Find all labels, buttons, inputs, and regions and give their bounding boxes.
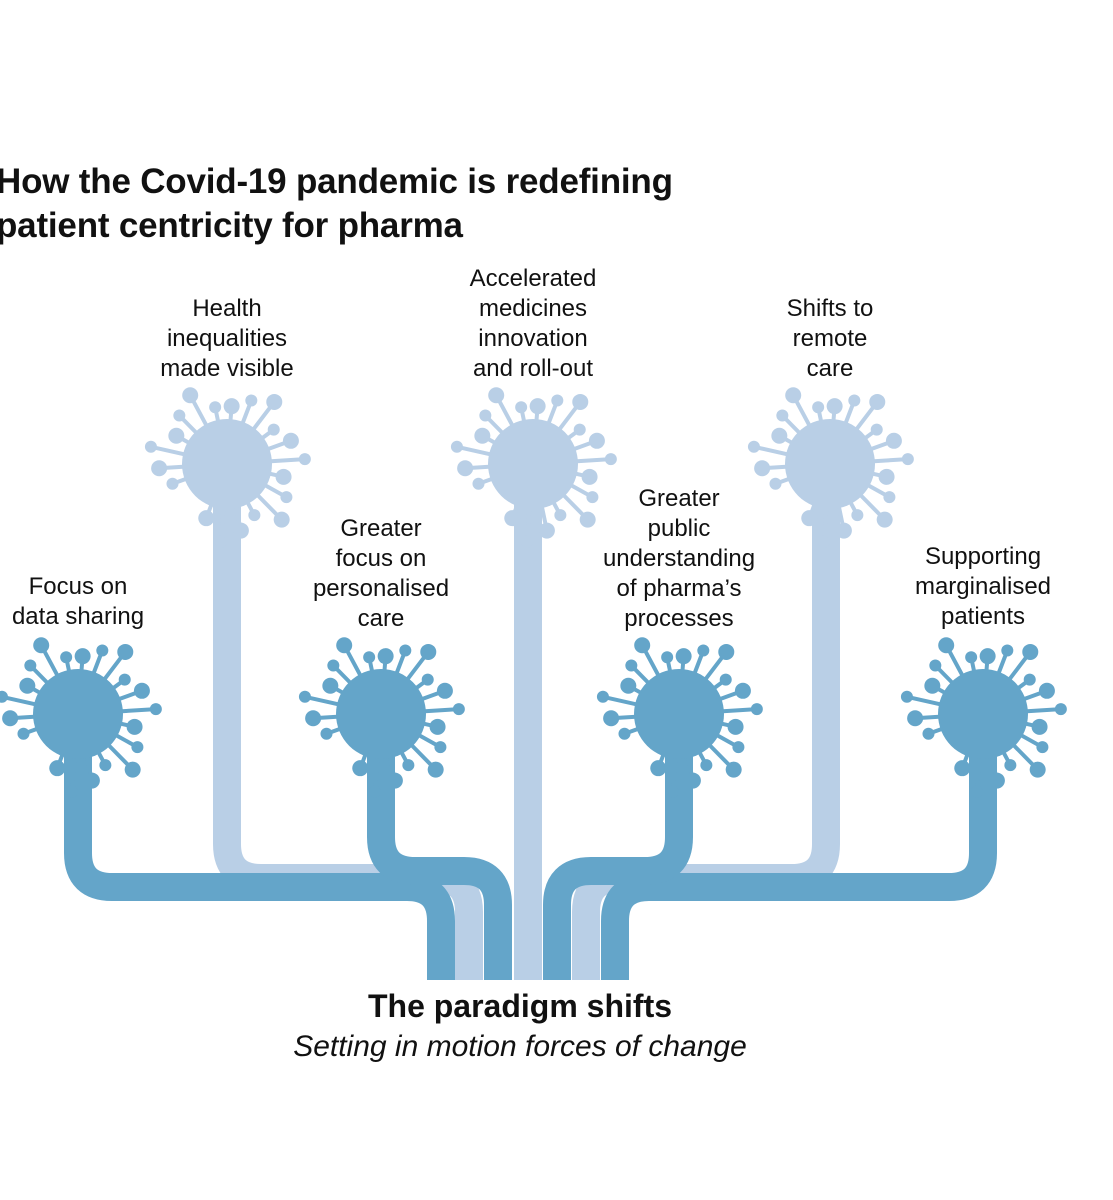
node-label-personalised-care: Greater focus on personalised care [251, 514, 511, 634]
pipe-personalised-care [367, 714, 512, 980]
title-line-2: patient centricity for pharma [0, 206, 463, 245]
node-label-line: and roll-out [472, 355, 594, 382]
pipe-public-understanding [543, 714, 693, 980]
node-label-accelerated-medicines: Accelerated medicines innovation and roll-o… [403, 264, 663, 384]
virus-icon-marginalised-patients [900, 637, 1067, 798]
paradigm-tree-diagram [0, 387, 1067, 980]
node-label-line: care [357, 605, 405, 632]
node-label-data-sharing: Focus on data sharing [0, 572, 208, 632]
virus-icon-personalised-care [298, 637, 465, 798]
node-label-marginalised-patients: Supporting marginalised patients [853, 542, 1113, 632]
node-label-line: Health [192, 295, 262, 322]
footer-title: The paradigm shifts [367, 988, 673, 1024]
node-label-line: remote [792, 325, 868, 352]
node-label-public-understanding: Greater public understanding of pharma’s pro… [549, 484, 809, 634]
node-label-line: care [806, 355, 854, 382]
virus-icon-public-understanding [596, 637, 763, 798]
virus-icon-remote-care [747, 387, 914, 548]
node-label-line: inequalities [166, 325, 288, 352]
virus-icon-health-inequalities [144, 387, 311, 548]
node-label-line: Greater [340, 515, 422, 542]
node-label-line: medicines [478, 295, 588, 322]
pipe-marginalised-patients [601, 714, 997, 980]
footer-subtitle: Setting in motion forces of change [293, 1030, 747, 1063]
node-label-line: of pharma’s [616, 575, 742, 602]
page-title: How the Covid-19 pandemic is redefining … [0, 160, 673, 248]
node-label-line: innovation [478, 325, 588, 352]
node-label-line: data sharing [11, 603, 145, 630]
node-label-line: made visible [160, 355, 294, 382]
node-label-line: focus on [335, 545, 427, 572]
node-label-line: Accelerated [469, 265, 597, 292]
node-label-line: processes [624, 605, 734, 632]
node-label-remote-care: Shifts to remote care [700, 294, 960, 384]
node-label-line: Shifts to [786, 295, 874, 322]
pipe-data-sharing [64, 714, 455, 980]
node-label-health-inequalities: Health inequalities made visible [97, 294, 357, 384]
node-label-line: Supporting [924, 543, 1042, 570]
node-label-line: marginalised [914, 573, 1052, 600]
title-line-1: How the Covid-19 pandemic is redefining [0, 162, 673, 201]
node-label-line: Focus on [28, 573, 128, 600]
node-label-line: Greater [638, 485, 720, 512]
node-label-line: personalised [312, 575, 450, 602]
virus-icon-data-sharing [0, 637, 162, 798]
node-label-line: patients [940, 603, 1026, 630]
node-label-line: public [647, 515, 711, 542]
virus-icon-accelerated-medicines [450, 387, 617, 548]
node-label-line: understanding [602, 545, 756, 572]
